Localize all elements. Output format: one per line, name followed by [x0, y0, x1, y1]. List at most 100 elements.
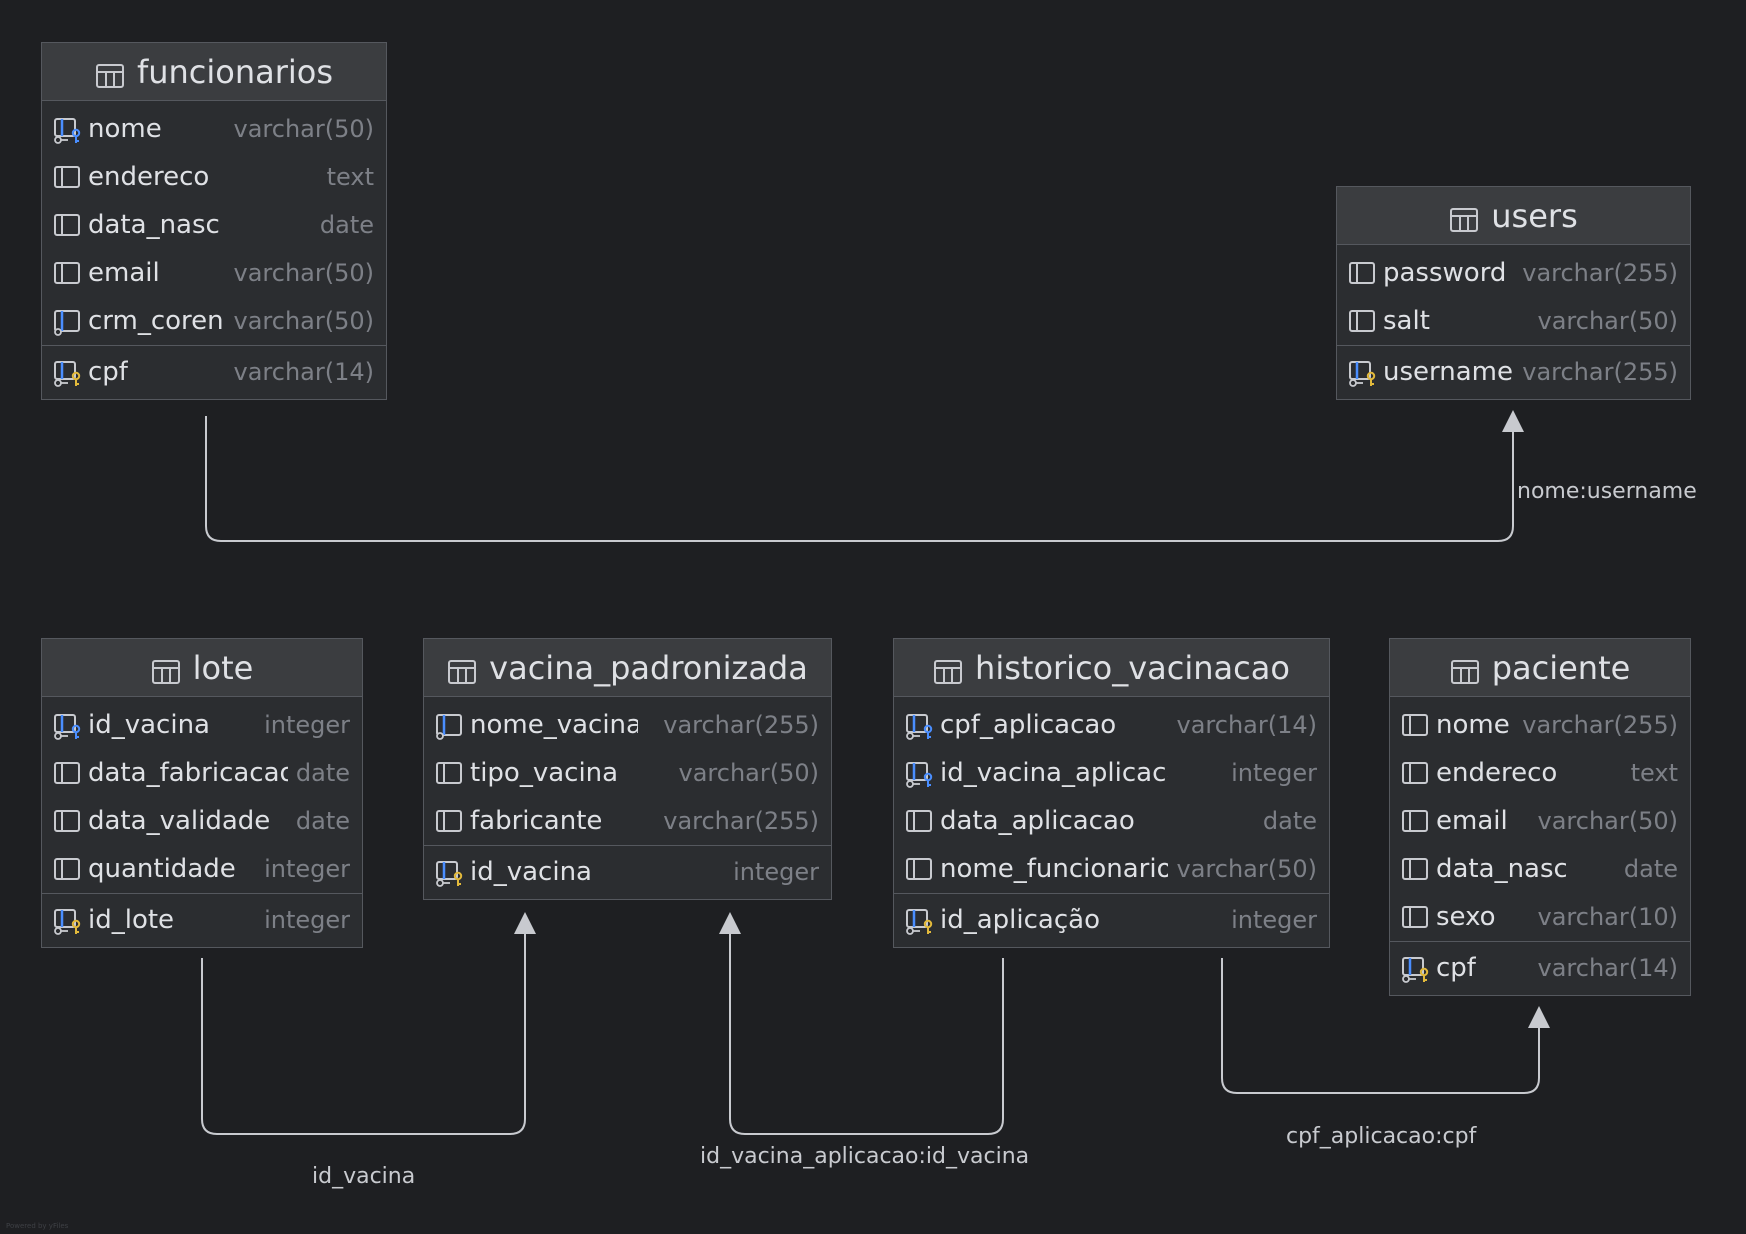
- table-icon: [933, 655, 963, 684]
- column-type: varchar(50): [233, 259, 375, 287]
- column-name: data_nasc: [88, 210, 220, 240]
- column-icon: [904, 854, 934, 884]
- column-type: date: [295, 759, 350, 787]
- column-row[interactable]: tipo_vacina varchar(50): [424, 749, 831, 797]
- table-header[interactable]: paciente: [1390, 639, 1690, 697]
- edge-arrowhead: [719, 912, 741, 934]
- column-icon: [52, 758, 82, 788]
- column-name: salt: [1383, 306, 1430, 336]
- edge-historico-paciente: [1221, 958, 1540, 1094]
- column-name: nome: [88, 114, 162, 144]
- table-title: vacina_padronizada: [489, 648, 808, 687]
- column-row[interactable]: nome varchar(50): [42, 105, 386, 153]
- column-type: varchar(14): [233, 358, 375, 386]
- column-type: varchar(50): [1537, 807, 1679, 835]
- column-type: varchar(50): [233, 115, 375, 143]
- column-type: varchar(50): [1537, 307, 1679, 335]
- column-row[interactable]: salt varchar(50): [1337, 297, 1690, 345]
- table-header[interactable]: vacina_padronizada: [424, 639, 831, 697]
- table-title: lote: [192, 648, 254, 687]
- column-name: sexo: [1436, 902, 1496, 932]
- column-type: varchar(50): [678, 759, 820, 787]
- column-type: varchar(14): [1176, 711, 1318, 739]
- column-icon: [52, 210, 82, 240]
- column-type: varchar(50): [1176, 855, 1318, 883]
- column-type: integer: [264, 906, 350, 934]
- column-icon: [52, 854, 82, 884]
- column-name: username: [1383, 357, 1513, 387]
- column-type: date: [1623, 855, 1678, 883]
- column-name: nome: [1436, 710, 1510, 740]
- column-name: id_vacina: [88, 710, 210, 740]
- column-name: tipo_vacina: [470, 758, 619, 788]
- column-name: password: [1383, 258, 1507, 288]
- column-row[interactable]: email varchar(50): [1390, 797, 1690, 845]
- column-row[interactable]: nome varchar(255): [1390, 701, 1690, 749]
- edge-arrowhead: [1528, 1006, 1550, 1028]
- primary-key-icon: [52, 905, 82, 935]
- column-name: id_lote: [88, 905, 175, 935]
- primary-key-separator: [1390, 941, 1690, 944]
- table-header[interactable]: funcionarios: [42, 43, 386, 101]
- column-icon: [1400, 806, 1430, 836]
- column-name: data_validade: [88, 806, 271, 836]
- edge-label-nome-username: nome:username: [1517, 479, 1697, 504]
- primary-key-separator: [424, 845, 831, 848]
- table-icon: [151, 655, 181, 684]
- column-row[interactable]: id_vacina_aplicacaointeger: [894, 749, 1329, 797]
- primary-key-icon: [52, 357, 82, 387]
- column-type: date: [1262, 807, 1317, 835]
- table-icon: [95, 59, 125, 88]
- column-icon: [434, 806, 464, 836]
- primary-key-separator: [1337, 345, 1690, 348]
- column-icon: [434, 758, 464, 788]
- column-icon: [52, 806, 82, 836]
- edge-nome-username: [205, 416, 1514, 542]
- table-header[interactable]: users: [1337, 187, 1690, 245]
- column-row[interactable]: id_lote integer: [42, 896, 362, 944]
- column-icon: [1400, 758, 1430, 788]
- column-type: varchar(255): [1522, 711, 1678, 739]
- indexed-column-icon: [434, 710, 464, 740]
- column-name: fabricante: [470, 806, 603, 836]
- edge-historico-vacina: [729, 934, 1004, 1135]
- primary-key-icon: [904, 905, 934, 935]
- column-name: id_aplicação: [940, 905, 1100, 935]
- table-header[interactable]: historico_vacinacao: [894, 639, 1329, 697]
- edge-arrowhead: [514, 912, 536, 934]
- column-name: endereco: [1436, 758, 1558, 788]
- column-name: quantidade: [88, 854, 236, 884]
- primary-key-icon: [1400, 953, 1430, 983]
- table-header[interactable]: lote: [42, 639, 362, 697]
- column-name: email: [1436, 806, 1508, 836]
- column-name: data_fabricacao: [88, 758, 288, 788]
